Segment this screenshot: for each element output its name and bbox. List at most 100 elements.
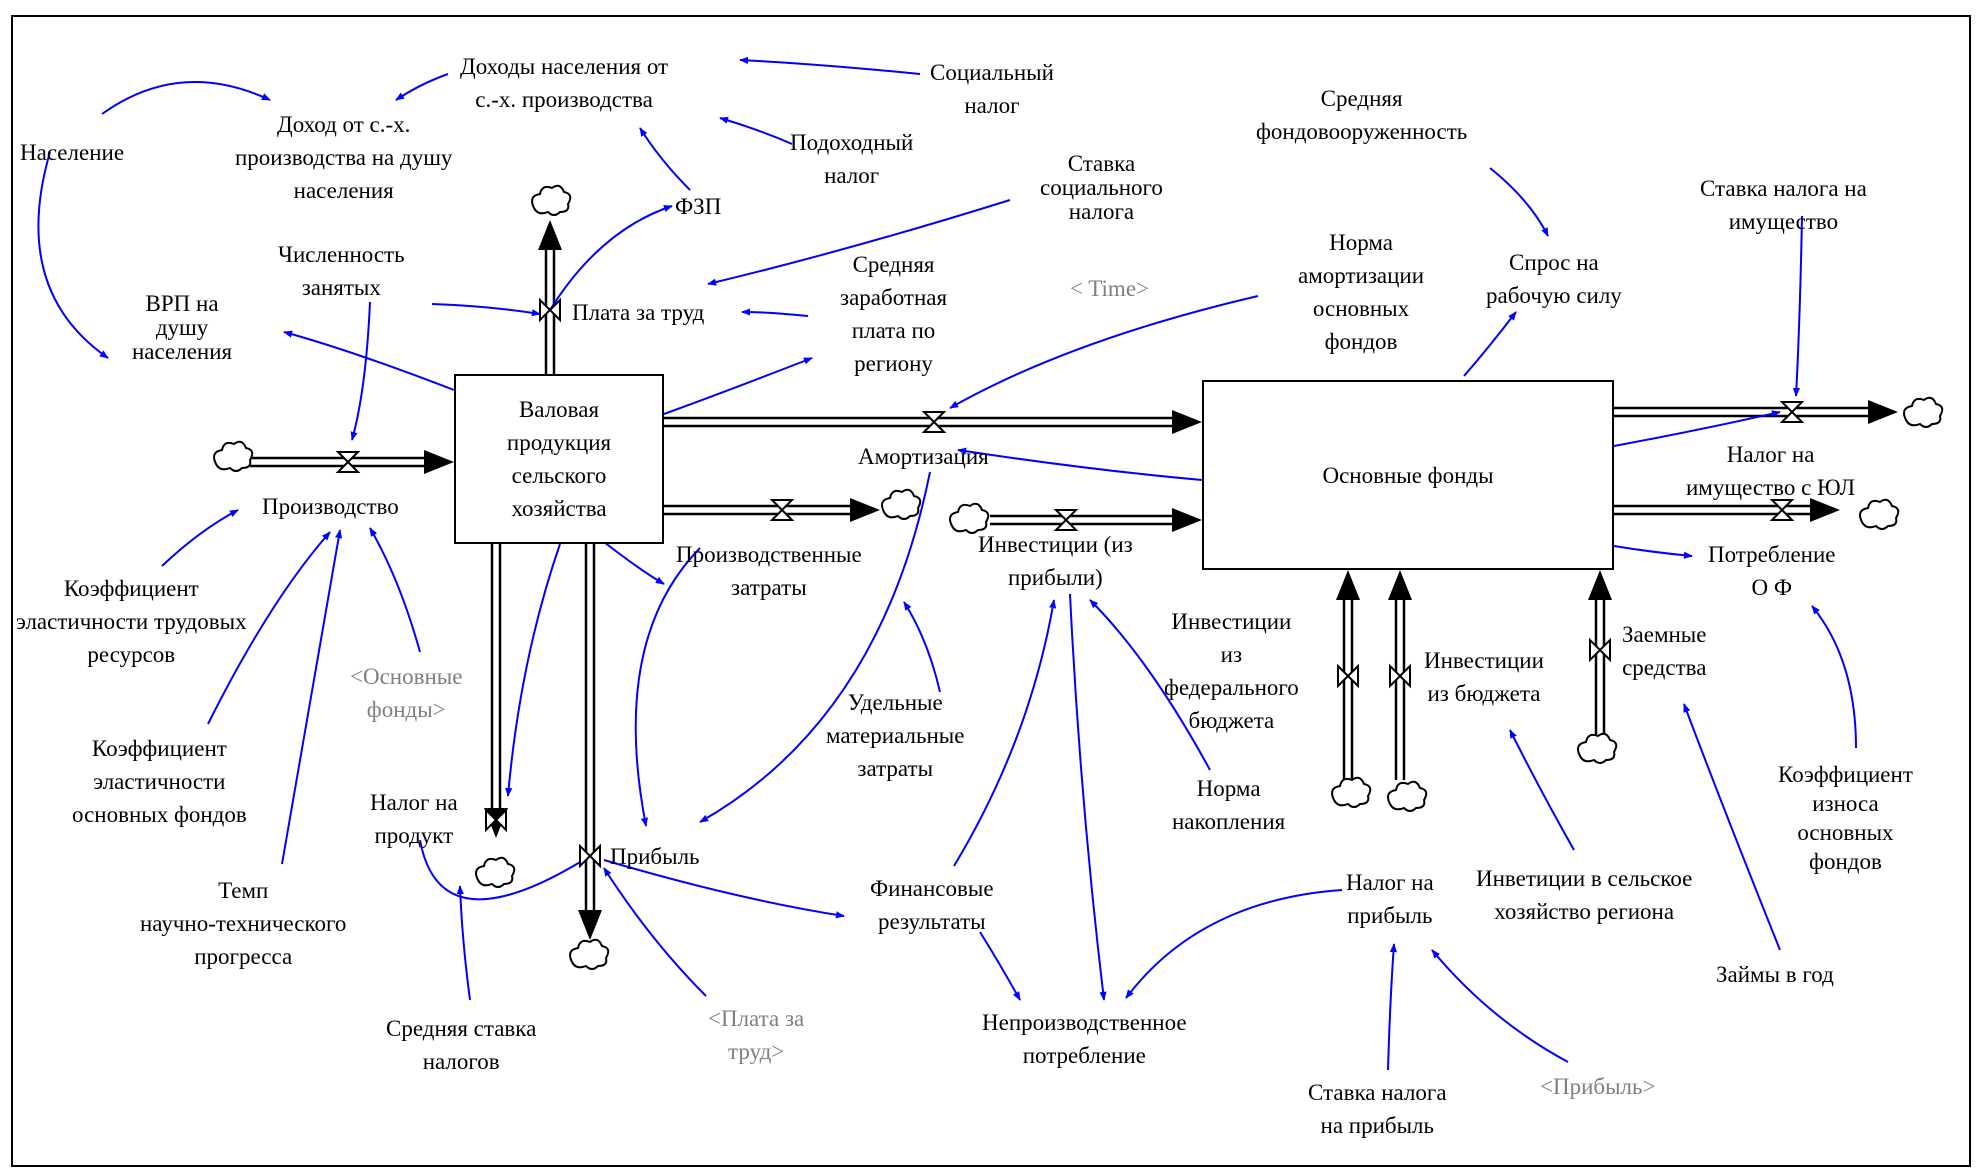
arrow-fa-depr (957, 447, 1203, 481)
causal-links (37, 56, 1857, 1071)
cloud-product-tax (475, 856, 516, 888)
arrow-loans (1683, 703, 1781, 951)
arrow-fa-property (1613, 410, 1781, 447)
cloud-investments-budget (1387, 780, 1428, 812)
aux-tech-progress[interactable]: Темп научно-технического прогресса (140, 878, 347, 969)
aux-social-tax[interactable]: Социальный налог (930, 60, 1054, 118)
aux-agri-investments[interactable]: Инветиции в сельское хозяйство региона (1476, 866, 1693, 924)
arrow-fzp (639, 127, 691, 191)
arrow-shadow-profit (1431, 949, 1569, 1063)
arrow-employed-production (350, 301, 371, 441)
aux-labor-demand[interactable]: Спрос на рабочую силу (1486, 250, 1622, 308)
arrow-tech (281, 529, 343, 865)
arrow-wear (1811, 605, 1857, 749)
cloud-sources (213, 184, 1944, 970)
aux-accumulation-norm[interactable]: Норма накопления (1172, 776, 1286, 834)
arrow-avg-wage (741, 308, 809, 317)
aux-assets-elasticity[interactable]: Коэффициент эластичности основных фондов (72, 736, 247, 827)
aux-grp-per-capita[interactable]: ВРП на душу населения (132, 291, 233, 364)
flow-investments-profit[interactable]: Инвестиции (из прибыли) (978, 532, 1133, 590)
stock-fixed-assets[interactable]: Основные фонды (1202, 380, 1614, 570)
flow-product-tax[interactable]: Налог на продукт (370, 790, 458, 848)
flow-profit[interactable]: Прибыль (610, 844, 700, 869)
aux-specific-material-costs[interactable]: Удельные материальные затраты (826, 690, 965, 781)
aux-income-per-capita[interactable]: Доход от с.-х. производства на душу насе… (235, 112, 453, 203)
flow-production-costs[interactable]: Производственные затраты (676, 542, 862, 600)
flow-property-tax[interactable]: Налог на имущество с ЮЛ (1686, 442, 1856, 500)
arrow-accum (1089, 599, 1211, 771)
aux-financial-results[interactable]: Финансовые результаты (870, 876, 994, 934)
arrow-labor-elast (161, 509, 239, 567)
arrow-profit-fin (603, 859, 845, 919)
aux-population[interactable]: Население (20, 140, 125, 165)
arrow-producttax-profit (419, 839, 591, 901)
flow-pipes (250, 220, 1898, 940)
arrow-fin-inv (953, 599, 1057, 867)
arrow-fin-nonprod (979, 931, 1021, 1001)
valve-product-tax (485, 807, 507, 833)
aux-income-population[interactable]: Доходы населения от с.-х. производства (460, 54, 669, 112)
flow-production[interactable]: Производство (262, 494, 399, 519)
shadow-fixed-assets[interactable]: <Основные фонды> (350, 664, 463, 722)
arrow-wages-fzp (549, 205, 673, 311)
aux-nonproductive-consumption[interactable]: Непроизводственное потребление (982, 1010, 1187, 1068)
arrow-gross-costs (603, 541, 665, 585)
arrow-gross-producttax (505, 543, 561, 797)
arrow-shadow-wages (603, 867, 707, 997)
valve-production-costs (769, 499, 795, 521)
aux-income-tax[interactable]: Подоходный налог (790, 130, 914, 188)
flow-investments-budget[interactable]: Инвестиции из бюджета (1424, 648, 1544, 706)
arrow-fa-consumption (1613, 545, 1693, 559)
aux-wear-coefficient[interactable]: Коэффициент износа основных фондов (1778, 762, 1913, 874)
arrow-fa-labor-demand (1463, 311, 1517, 377)
cloud-investments-profit (949, 502, 990, 534)
aux-profit-tax-rate[interactable]: Ставка налога на прибыль (1308, 1080, 1447, 1138)
flow-borrowed-funds[interactable]: Заемные средства (1622, 622, 1707, 680)
arrow-assets-elast (207, 531, 331, 725)
cloud-property-tax (1903, 396, 1944, 428)
pipe-consumption-of-head (1810, 498, 1840, 522)
pipe-borrowed-funds-head (1588, 570, 1612, 600)
arrow-social-rate (707, 199, 1011, 286)
valve-property-tax (1779, 401, 1805, 423)
pipe-wages-head (538, 220, 562, 250)
arrow-employed-wages (431, 303, 541, 317)
aux-avg-wage[interactable]: Средняя заработная плата по региону (840, 252, 948, 376)
valve-production (335, 451, 361, 473)
flow-wages[interactable]: Плата за труд (572, 300, 705, 325)
aux-property-tax-rate[interactable]: Ставка налога на имущество (1700, 176, 1867, 234)
flow-consumption-of[interactable]: Потребление О Ф (1708, 542, 1836, 600)
aux-fzp[interactable]: ФЗП (675, 194, 722, 219)
flow-valves (335, 297, 1805, 869)
valve-investments-profit (1053, 509, 1079, 531)
arrow-capital-labor (1489, 167, 1549, 237)
arrow-profit-tax (1125, 889, 1343, 999)
aux-loans-per-year[interactable]: Займы в год (1716, 962, 1834, 987)
shadow-time[interactable]: < Time> (1070, 276, 1150, 301)
arrow-costs-profit (634, 547, 701, 827)
aux-social-tax-rate[interactable]: Ставка социального налога (1040, 151, 1163, 224)
valve-investments-budget (1389, 663, 1411, 689)
pipe-depreciation-head (1172, 410, 1202, 434)
pipe-investments-federal-head (1336, 570, 1360, 600)
aux-labor-elasticity[interactable]: Коэффициент эластичности трудовых ресурс… (16, 576, 247, 667)
valve-investments-federal (1337, 663, 1359, 689)
flow-investments-federal[interactable]: Инвестиции из федерального бюджета (1164, 609, 1299, 733)
cloud-production (213, 440, 254, 472)
aux-employed[interactable]: Численность занятых (278, 242, 405, 300)
aux-profit-tax[interactable]: Налог на прибыль (1346, 870, 1434, 928)
valve-consumption-of (1769, 499, 1795, 521)
valve-wages (539, 297, 561, 323)
aux-depreciation-norm[interactable]: Норма амортизации основных фондов (1298, 230, 1425, 354)
arrow-inv-nonprod (1069, 593, 1107, 1001)
flow-depreciation[interactable]: Амортизация (858, 444, 989, 469)
shadow-wages[interactable]: <Плата за труд> (708, 1006, 805, 1064)
valve-profit (579, 843, 601, 869)
aux-avg-capital-labor[interactable]: Средняя фондовооруженность (1256, 86, 1468, 144)
aux-avg-tax-rate[interactable]: Средняя ставка налогов (386, 1016, 537, 1074)
shadow-profit[interactable]: <Прибыль> (1540, 1074, 1656, 1099)
stock-gross-output[interactable]: Валовая продукция сельского хозяйства (454, 374, 664, 544)
arrow-material (903, 601, 941, 693)
pipe-property-tax-head (1868, 400, 1898, 424)
